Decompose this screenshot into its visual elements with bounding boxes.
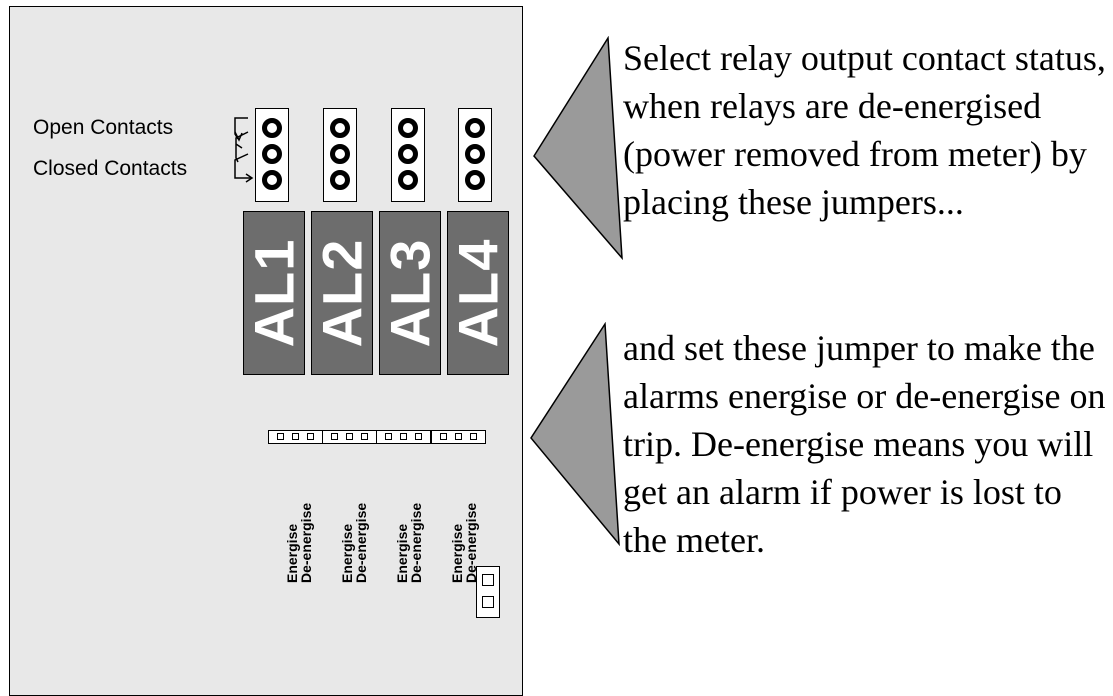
alarm-jumper-4[interactable]	[431, 430, 486, 444]
relay-al3: AL3	[379, 211, 441, 375]
relay-al4-label: AL4	[447, 238, 509, 348]
closed-contacts-label: Closed Contacts	[33, 157, 188, 180]
relay-al1-label: AL1	[243, 238, 305, 348]
relay-al4: AL4	[447, 211, 509, 375]
alarm-jumper-2[interactable]	[322, 430, 377, 444]
alarm-jumper-3[interactable]	[376, 430, 431, 444]
lower-jumper[interactable]	[476, 566, 500, 618]
open-contacts-label: Open Contacts	[33, 116, 174, 139]
de-energise-label-2: De-energise	[353, 502, 369, 583]
alarm-jumper-1[interactable]	[268, 430, 323, 444]
de-energise-label-3: De-energise	[408, 502, 424, 583]
relay-al2: AL2	[311, 211, 373, 375]
pointer-arrow-lower	[530, 322, 620, 547]
alarm-jumper-note: and set these jumper to make the alarms …	[623, 328, 1106, 560]
relay-jumper-note: Select relay output contact status, when…	[623, 38, 1106, 222]
de-energise-label-1: De-energise	[298, 502, 314, 583]
pointer-arrow-upper	[533, 36, 623, 261]
contact-brackets	[234, 117, 254, 183]
relay-al2-label: AL2	[311, 238, 373, 348]
relay-al1: AL1	[243, 211, 305, 375]
relay-al3-label: AL3	[379, 238, 441, 348]
